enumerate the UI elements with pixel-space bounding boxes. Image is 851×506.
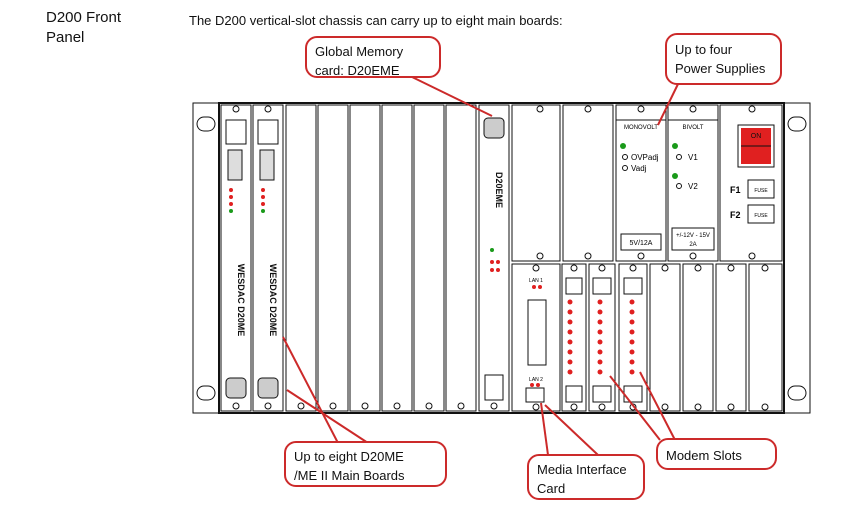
callout-modem-text: Modem Slots — [666, 448, 742, 463]
callout-global-memory-line2: card: D20EME — [315, 63, 400, 78]
section-title: D200 Front Panel — [46, 8, 166, 48]
global-memory-card-label: D20EME — [494, 172, 504, 208]
switch-panel — [719, 104, 783, 262]
fuse1-text: FUSE — [754, 188, 768, 194]
callout-power-supplies: Up to four Power Supplies — [665, 33, 782, 85]
callout-media-line2: Card — [537, 481, 566, 496]
power-supply-2-out1: V1 — [688, 153, 698, 162]
power-supply-2-title: BIVOLT — [683, 125, 704, 131]
lower-empty-slots — [649, 263, 783, 412]
callout-power-line1: Up to four — [675, 42, 733, 57]
fuse2-text: FUSE — [754, 213, 768, 219]
fuse2-label: F2 — [730, 210, 741, 220]
power-supply-2-rating-line1: +/-12V - 15V — [676, 233, 710, 239]
intro-text: The D200 vertical-slot chassis can carry… — [189, 13, 563, 28]
callout-media-interface: Media Interface Card — [527, 454, 645, 500]
lan2-label: LAN 2 — [529, 377, 543, 383]
media-interface-card — [511, 263, 561, 412]
power-supply-1-out1: OVPadj — [631, 153, 659, 162]
lan1-label: LAN 1 — [529, 278, 543, 284]
upper-blank-slots — [511, 104, 614, 262]
rack-ear-right — [783, 102, 811, 414]
section-title-line1: D200 Front — [46, 9, 122, 26]
callout-global-memory-line1: Global Memory — [315, 44, 404, 59]
power-supply-2 — [667, 104, 719, 262]
callout-global-memory: Global Memory card: D20EME — [305, 36, 441, 78]
power-supply-2-out2: V2 — [688, 182, 698, 191]
main-board-2 — [252, 104, 284, 412]
main-board-2-label: WESDAC D20ME — [268, 264, 278, 337]
power-switch-label: ON — [751, 133, 762, 140]
callout-power-line2: Power Supplies — [675, 61, 766, 76]
main-board-1-label: WESDAC D20ME — [236, 264, 246, 337]
callout-leaders — [282, 75, 680, 456]
callout-media-line1: Media Interface — [537, 462, 627, 477]
power-supply-1-title: MONOVOLT — [624, 125, 658, 131]
callout-main-boards-line2: /ME II Main Boards — [294, 468, 405, 483]
modem-leds — [567, 299, 635, 375]
power-supply-2-rating-line2: 2A — [689, 242, 696, 248]
global-memory-card — [478, 104, 510, 412]
fuse1-label: F1 — [730, 185, 741, 195]
modem-slots — [561, 263, 648, 412]
callout-main-boards-line1: Up to eight D20ME — [294, 449, 404, 464]
power-supply-1 — [615, 104, 667, 262]
power-supply-1-out2: Vadj — [631, 164, 647, 173]
callout-main-boards: Up to eight D20ME /ME II Main Boards — [284, 441, 447, 487]
callout-modem-slots: Modem Slots — [656, 438, 777, 470]
empty-main-slots — [285, 104, 477, 412]
power-supply-1-rating: 5V/12A — [630, 240, 653, 247]
main-board-1 — [220, 104, 252, 412]
rack-ear-left — [192, 102, 220, 414]
section-title-line2: Panel — [46, 29, 85, 46]
